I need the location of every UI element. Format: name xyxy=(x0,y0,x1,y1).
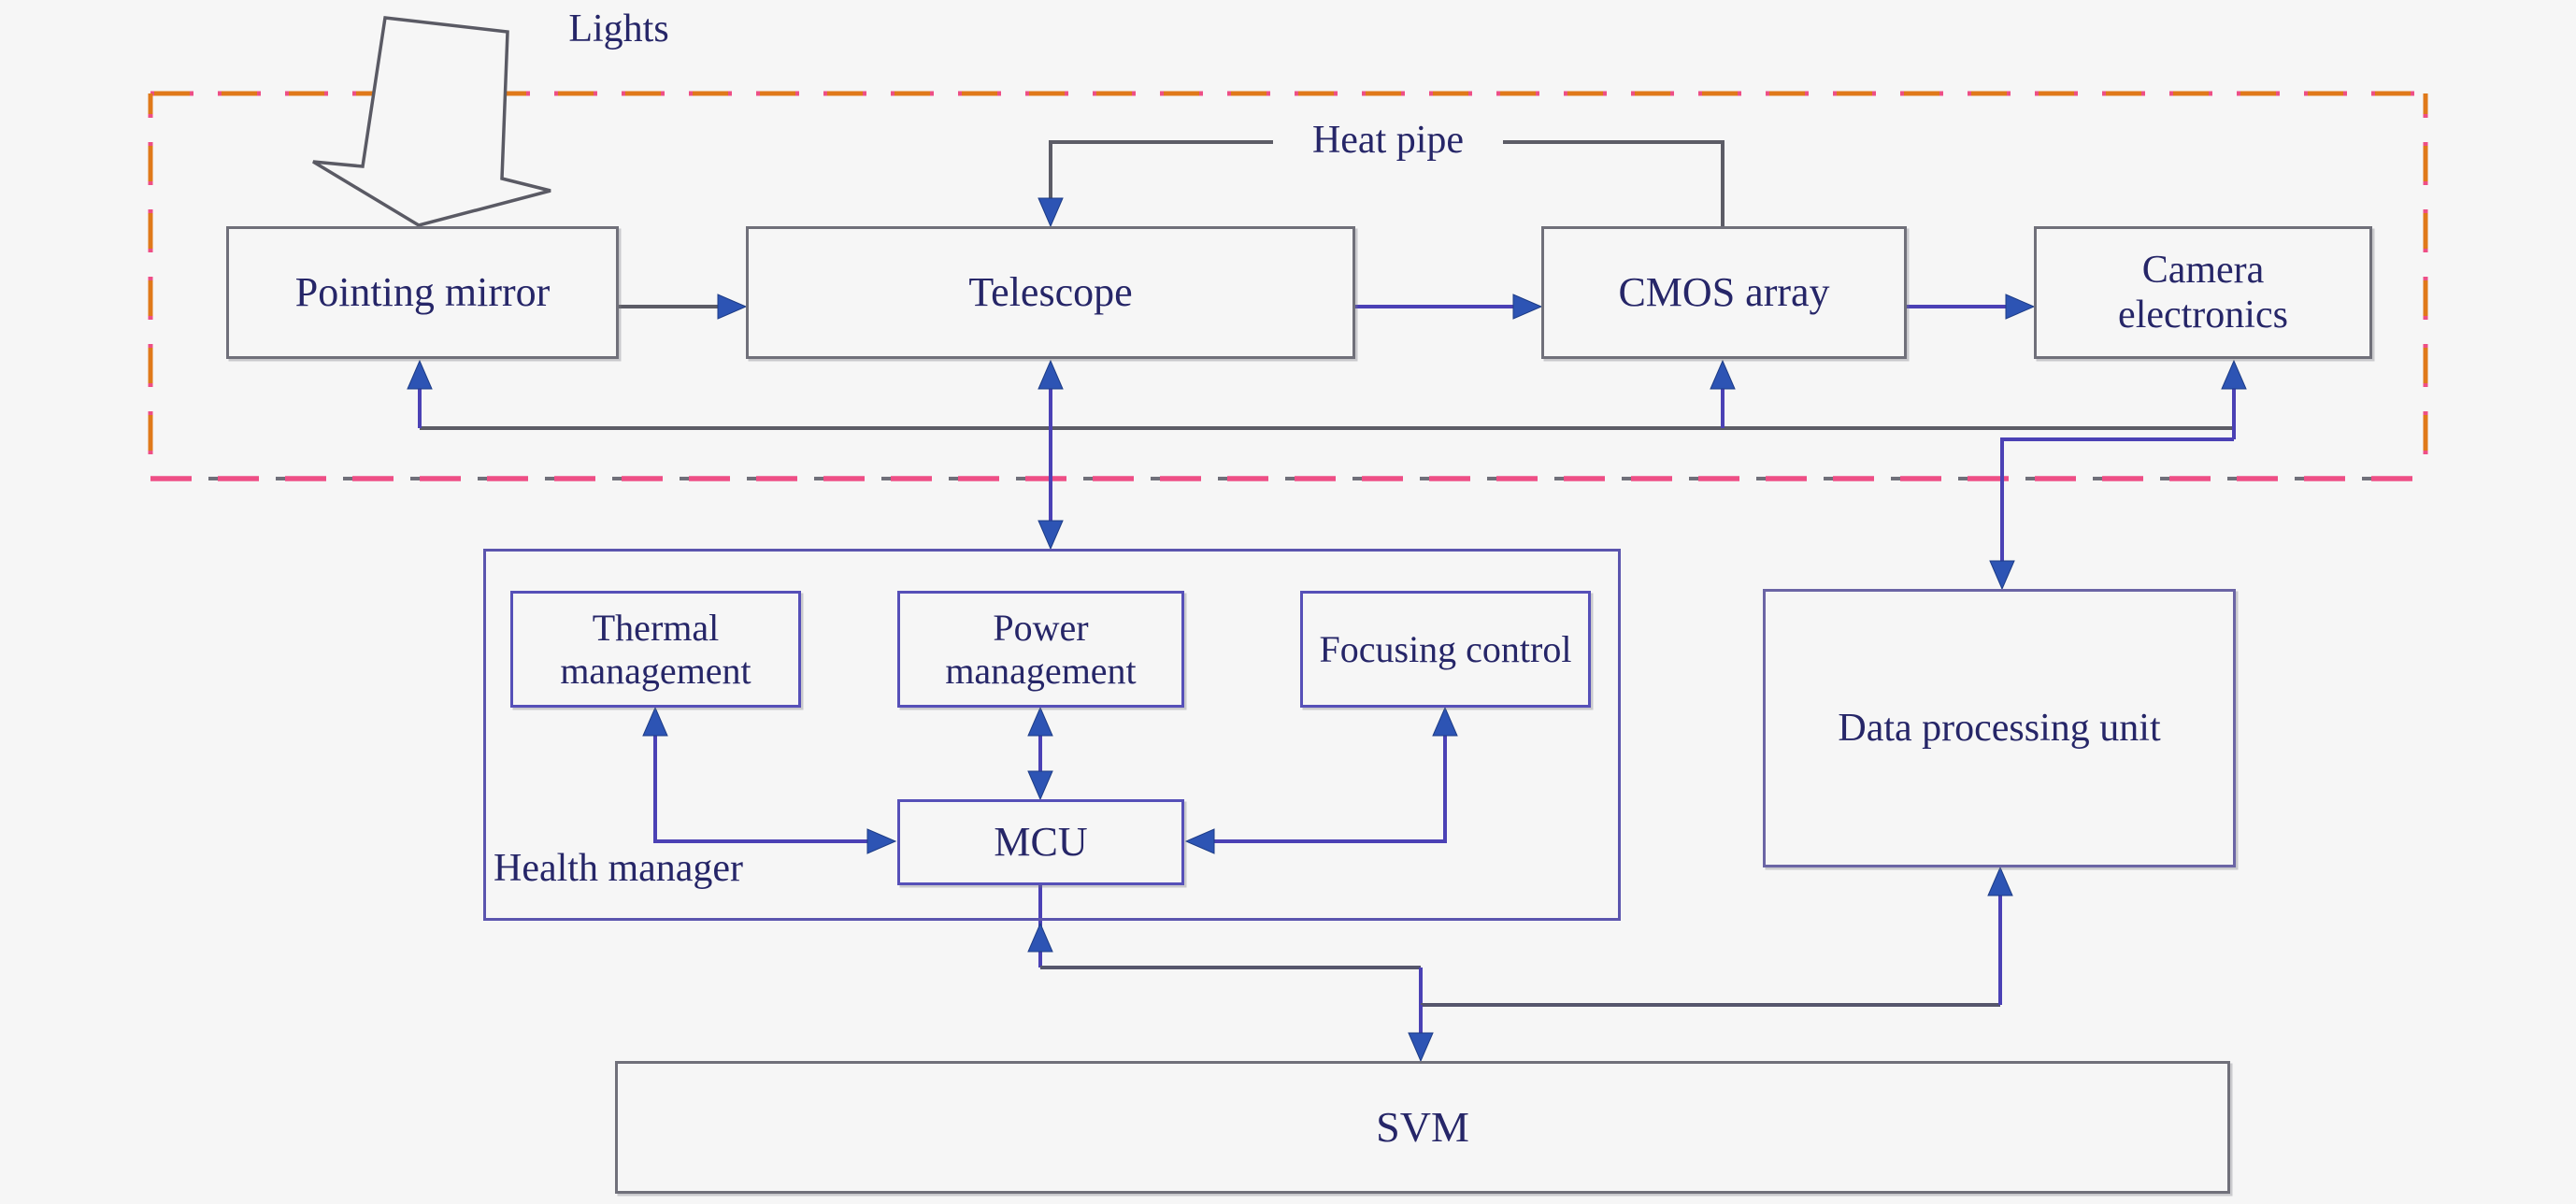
node-telescope: Telescope xyxy=(746,226,1355,359)
data-processing-unit-label: Data processing unit xyxy=(1838,706,2161,750)
node-data-processing-unit: Data processing unit xyxy=(1763,589,2236,867)
telescope-label: Telescope xyxy=(968,268,1133,315)
node-cmos-array: CMOS array xyxy=(1541,226,1907,359)
thermal-management-label: Thermal management xyxy=(560,606,751,692)
node-pointing-mirror: Pointing mirror xyxy=(226,226,619,359)
edge-thermal-mcu xyxy=(642,706,897,854)
mcu-label: MCU xyxy=(994,818,1088,865)
edge-heat-pipe xyxy=(1038,140,1724,228)
cmos-array-label: CMOS array xyxy=(1618,268,1830,315)
node-mcu: MCU xyxy=(897,799,1184,885)
edge-power-mcu xyxy=(1027,706,1053,801)
svm-label: SVM xyxy=(1376,1102,1469,1151)
lights-label: Lights xyxy=(535,4,703,54)
edge-pointing-mirror-telescope xyxy=(619,294,748,320)
lights-block-arrow xyxy=(312,16,551,227)
node-focusing-control: Focusing control xyxy=(1300,591,1591,708)
node-camera-electronics: Camera electronics xyxy=(2034,226,2372,359)
heat-pipe-label: Heat pipe xyxy=(1273,114,1503,166)
dashed-boundary xyxy=(148,91,2428,481)
group-health-manager xyxy=(483,549,1621,921)
edge-cmos-camera xyxy=(1907,294,2036,320)
edge-control-bus xyxy=(407,359,2247,439)
health-manager-label: Health manager xyxy=(494,844,895,893)
focusing-control-label: Focusing control xyxy=(1319,627,1572,670)
heat-pipe-label-text: Heat pipe xyxy=(1311,119,1465,162)
power-management-label: Power management xyxy=(945,606,1137,692)
node-power-management: Power management xyxy=(897,591,1184,708)
edge-telescope-cmos xyxy=(1355,294,1543,320)
edge-focusing-mcu xyxy=(1184,706,1458,854)
edge-telescope-health-manager xyxy=(1038,359,1064,551)
edge-camera-dpu xyxy=(1989,437,2234,591)
node-thermal-management: Thermal management xyxy=(510,591,801,708)
camera-electronics-label: Camera electronics xyxy=(2118,248,2288,337)
health-manager-label-text: Health manager xyxy=(494,847,744,890)
pointing-mirror-label: Pointing mirror xyxy=(294,268,551,315)
lights-label-text: Lights xyxy=(568,7,669,50)
node-svm: SVM xyxy=(615,1061,2230,1194)
edge-svm-bus xyxy=(1027,866,2013,1063)
